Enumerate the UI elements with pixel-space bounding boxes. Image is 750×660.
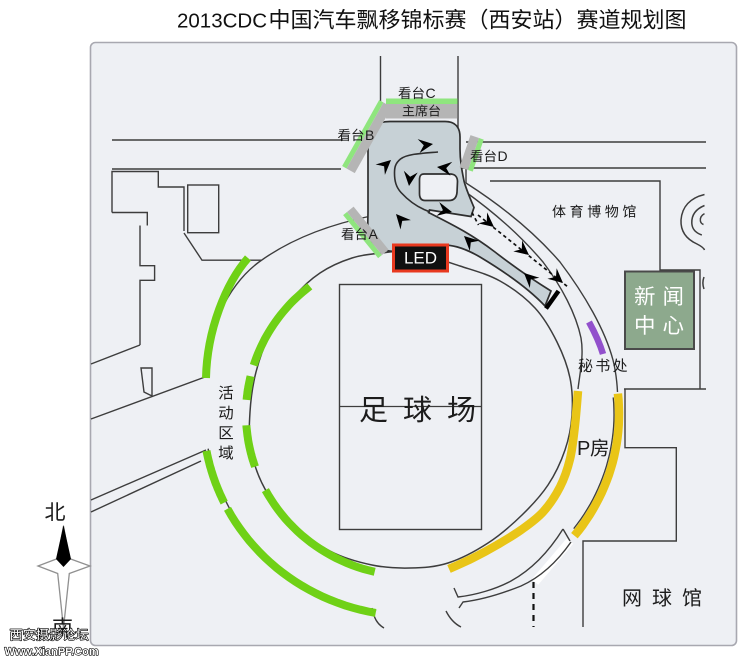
svg-text:A: A: [369, 226, 379, 242]
svg-text:P: P: [577, 438, 590, 460]
svg-text:C: C: [426, 85, 436, 101]
svg-text:D: D: [498, 148, 508, 164]
svg-text:LED: LED: [404, 249, 437, 268]
svg-text:2013CDC: 2013CDC: [177, 10, 267, 33]
svg-text:B: B: [365, 127, 374, 143]
svg-text:Www.XianPP.Com: Www.XianPP.Com: [5, 646, 99, 658]
